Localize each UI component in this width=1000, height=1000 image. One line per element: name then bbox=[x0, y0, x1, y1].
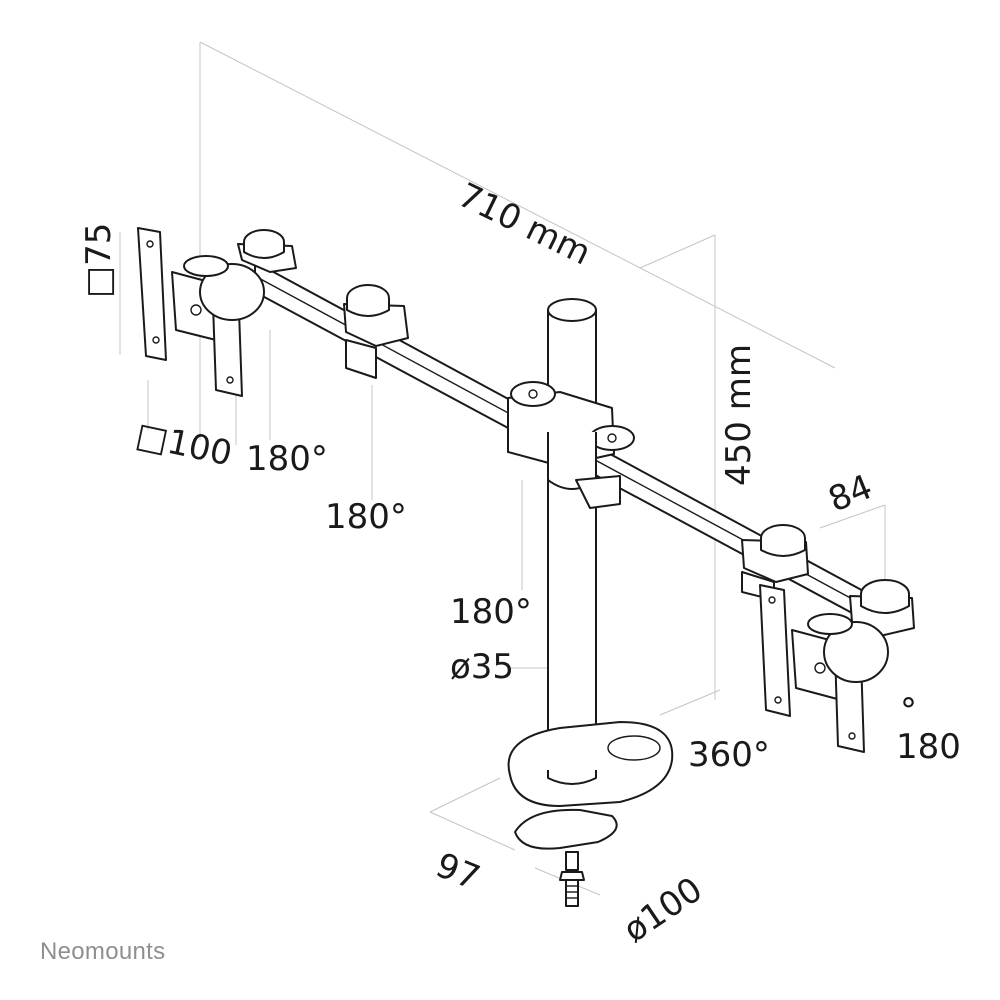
left-joint-rotation-label: 180° bbox=[325, 497, 407, 537]
left-end-joint bbox=[237, 229, 297, 273]
right-middle-joint bbox=[741, 524, 809, 601]
left-vesa-plate bbox=[137, 227, 265, 397]
desk-clamp bbox=[507, 721, 674, 907]
pole-diameter-label: ø35 bbox=[450, 647, 515, 687]
right-plate-rotation-label: 180 bbox=[896, 727, 961, 767]
brand-logo-text: Neomounts bbox=[40, 938, 166, 965]
right-plate-degree-symbol: ° bbox=[900, 691, 917, 731]
pole bbox=[547, 298, 597, 779]
right-swivel-rotation-label: 360° bbox=[688, 735, 770, 775]
right-end-joint bbox=[849, 579, 915, 637]
left-plate-rotation-label: 180° bbox=[246, 439, 328, 479]
vesa-height-label: □75 bbox=[79, 222, 119, 298]
center-joint bbox=[507, 381, 635, 509]
pole-height-label: 450 mm bbox=[719, 344, 759, 486]
dimension-lines bbox=[119, 41, 886, 896]
center-joint-rotation-label: 180° bbox=[450, 592, 532, 632]
left-middle-joint bbox=[343, 284, 409, 379]
right-vesa-plate bbox=[759, 584, 889, 753]
